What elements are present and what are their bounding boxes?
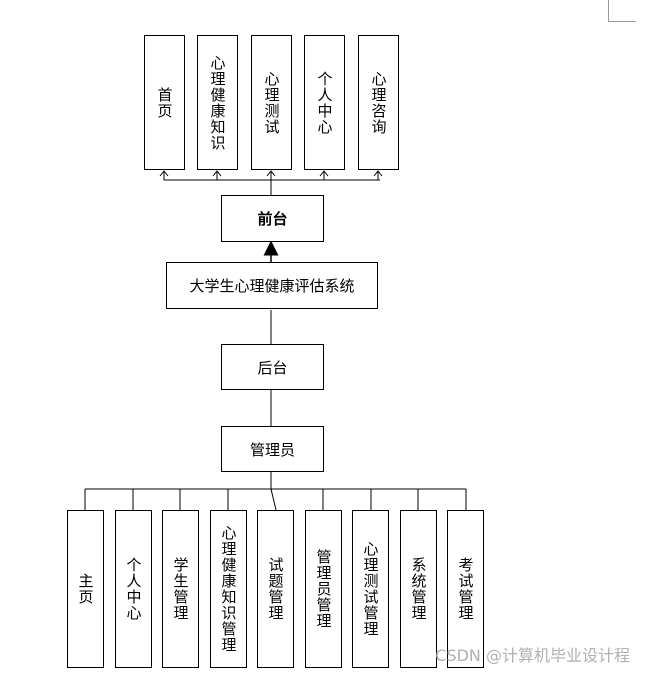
front-branch-lines bbox=[159, 170, 383, 195]
front-item-home: 首页 bbox=[144, 35, 185, 170]
back-item-admin-management: 管理员管理 bbox=[305, 510, 342, 668]
back-item-exam-management: 考试管理 bbox=[447, 510, 484, 668]
front-item-psych-consult: 心理咨询 bbox=[358, 35, 399, 170]
page-corner-mark bbox=[608, 0, 636, 22]
back-node: 后台 bbox=[221, 344, 324, 390]
back-item-personal-center: 个人中心 bbox=[115, 510, 152, 668]
front-item-mental-health-knowledge: 心理健康知识 bbox=[197, 35, 238, 170]
back-item-question-management: 试题管理 bbox=[257, 510, 294, 668]
front-item-personal-center: 个人中心 bbox=[304, 35, 345, 170]
root-node: 大学生心理健康评估系统 bbox=[166, 262, 378, 309]
front-item-psych-test: 心理测试 bbox=[251, 35, 292, 170]
back-item-home: 主页 bbox=[67, 510, 104, 668]
watermark-text: CSDN @计算机毕业设计程 bbox=[435, 646, 630, 665]
back-item-student-management: 学生管理 bbox=[162, 510, 199, 668]
back-item-test-management: 心理测试管理 bbox=[352, 510, 389, 668]
back-branch-lines bbox=[84, 472, 467, 511]
admin-node: 管理员 bbox=[221, 426, 324, 472]
back-item-system-management: 系统管理 bbox=[400, 510, 437, 668]
back-item-knowledge-management: 心理健康知识管理 bbox=[210, 510, 247, 668]
front-node: 前台 bbox=[221, 195, 324, 242]
